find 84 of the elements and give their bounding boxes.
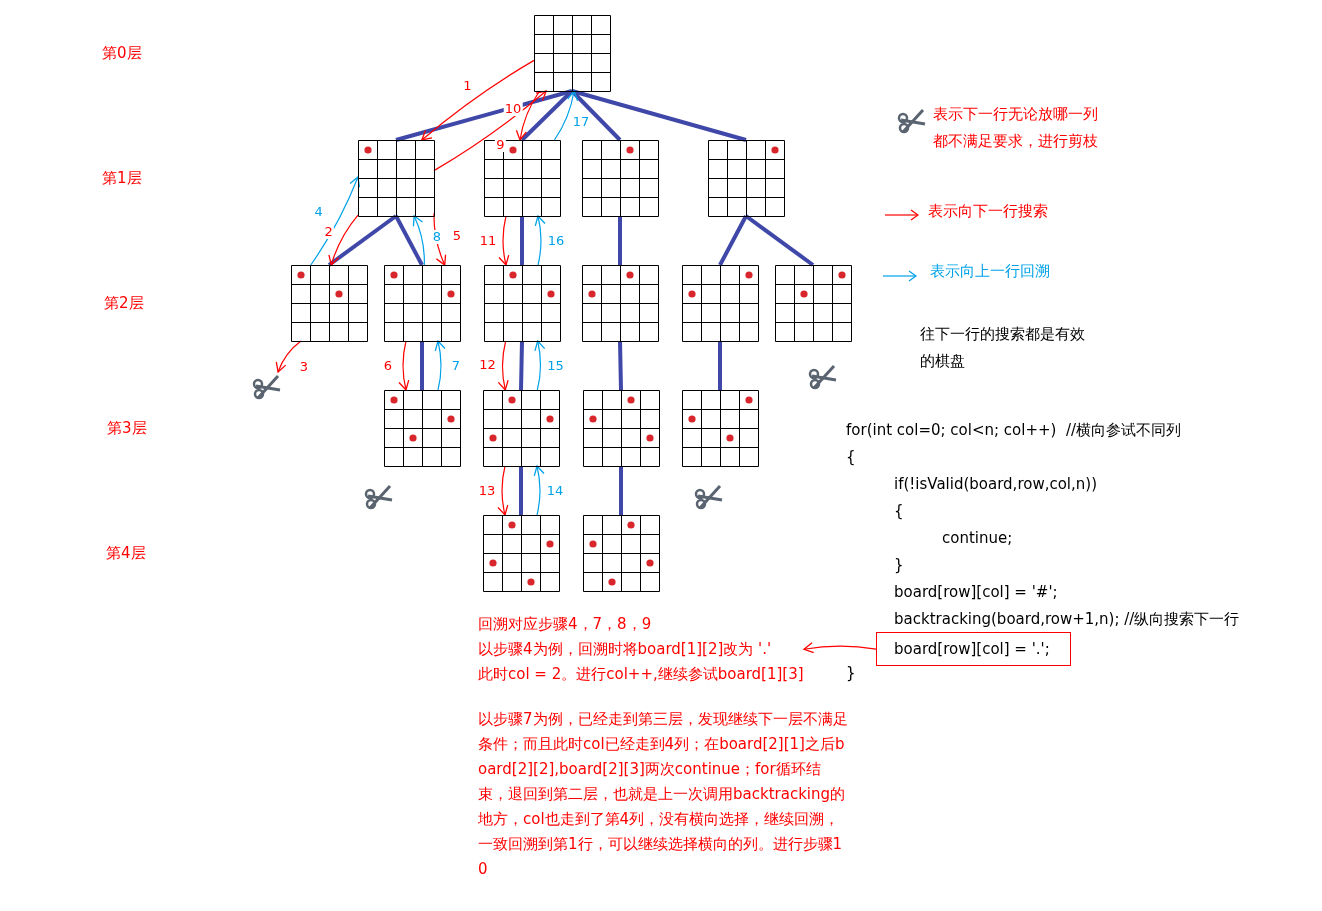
chessboard <box>384 390 461 467</box>
arrow <box>534 215 546 266</box>
arrow <box>553 90 579 141</box>
step-number: 5 <box>451 228 463 243</box>
chessboard <box>775 265 852 342</box>
step-number: 8 <box>431 229 442 244</box>
code-line: if(!isValid(board,row,col,n)) <box>894 474 1097 495</box>
step-number: 11 <box>478 233 498 248</box>
chessboard <box>483 390 560 467</box>
scissors-icon <box>252 372 282 402</box>
legend-text: 表示向下一行搜索 <box>928 201 1049 222</box>
tree-line <box>520 216 524 265</box>
chessboard <box>583 515 660 592</box>
code-line: for(int col=0; col<n; col++) //横向参试不同列 <box>846 420 1182 441</box>
tree-line <box>520 89 574 142</box>
chessboard <box>384 265 461 342</box>
step-number: 14 <box>545 483 565 498</box>
chessboard <box>708 140 785 217</box>
tree-line <box>618 216 622 265</box>
chessboard <box>534 15 611 92</box>
arrow <box>421 59 535 141</box>
step-number: 7 <box>450 358 462 373</box>
note-text: 往下一行的搜索都是有效的棋盘 <box>920 324 1086 372</box>
arrow <box>498 215 510 266</box>
level-label: 第0层 <box>102 43 142 64</box>
code-line: backtracking(board,row+1,n); //纵向搜索下一行 <box>894 609 1240 630</box>
step-number: 9 <box>495 138 506 153</box>
tree-line <box>395 89 573 142</box>
chessboard <box>358 140 435 217</box>
code-line: { <box>894 501 904 522</box>
chessboard <box>682 265 759 342</box>
chessboard <box>582 265 659 342</box>
code-line: { <box>846 447 856 468</box>
code-line: } <box>846 663 856 684</box>
tree-line <box>519 340 524 391</box>
code-line: continue; <box>942 528 1013 549</box>
chessboard <box>484 140 561 217</box>
step-number: 13 <box>477 483 497 498</box>
arrow <box>497 340 509 391</box>
chessboard <box>682 390 759 467</box>
tree-line <box>571 89 747 142</box>
tree-line <box>718 341 722 390</box>
code-line: board[row][col] = '#'; <box>894 582 1058 603</box>
arrow <box>310 176 360 266</box>
arrow <box>533 465 545 516</box>
chessboard <box>291 265 368 342</box>
arrow <box>534 340 546 391</box>
arrow <box>412 215 425 266</box>
arrow <box>328 214 359 266</box>
level-label: 第3层 <box>107 418 147 439</box>
code-line: } <box>894 555 904 576</box>
chessboard <box>582 140 659 217</box>
tree-line <box>519 466 523 515</box>
tree-line <box>744 214 815 267</box>
tree-line <box>327 214 398 267</box>
step-number: 16 <box>546 233 566 248</box>
arrow <box>398 340 410 391</box>
level-label: 第2层 <box>104 293 144 314</box>
step-number: 15 <box>546 358 565 373</box>
tree-line <box>618 340 623 391</box>
step-number: 6 <box>382 358 394 373</box>
note-text: 以步骤7为例，已经走到第三层，发现继续下一层不满足条件；而且此时col已经走到4列；在board[2][1]之后board[2][2],board[2][3]两次continue；for循环结束，退回到第二层，也就是上一次调用backtracking的地方，col也走到了第4列，没有横向选择，继续回溯，一致回溯到第1行，可以继续选择横向的列。进行步骤10 <box>478 709 849 880</box>
chessboard <box>484 265 561 342</box>
arrow <box>275 340 302 373</box>
arrow <box>515 90 541 141</box>
note-text: 回溯对应步骤4，7，8，9 以步骤4为例，回溯时将board[1][2]改为 '.' 此时col = 2。进行col++,继续参试board[1][3] <box>478 612 804 687</box>
tree-line <box>718 215 748 266</box>
chessboard <box>483 515 560 592</box>
step-number: 1 <box>462 78 473 93</box>
step-number: 2 <box>323 224 334 239</box>
chessboard <box>583 390 660 467</box>
legend-text: 表示向上一行回溯 <box>930 261 1051 282</box>
arrow <box>803 642 877 654</box>
arrow <box>433 90 547 172</box>
level-label: 第1层 <box>102 168 142 189</box>
tree-line <box>619 466 623 515</box>
legend-text: 表示下一行无论放哪一列都不满足要求，进行剪枝 <box>933 104 1098 152</box>
arrow <box>497 465 509 516</box>
tree-line <box>570 89 622 142</box>
tree-line <box>394 215 424 266</box>
step-number: 10 <box>503 101 523 116</box>
arrow <box>434 340 446 391</box>
tree-line <box>420 341 424 390</box>
level-label: 第4层 <box>106 543 146 564</box>
